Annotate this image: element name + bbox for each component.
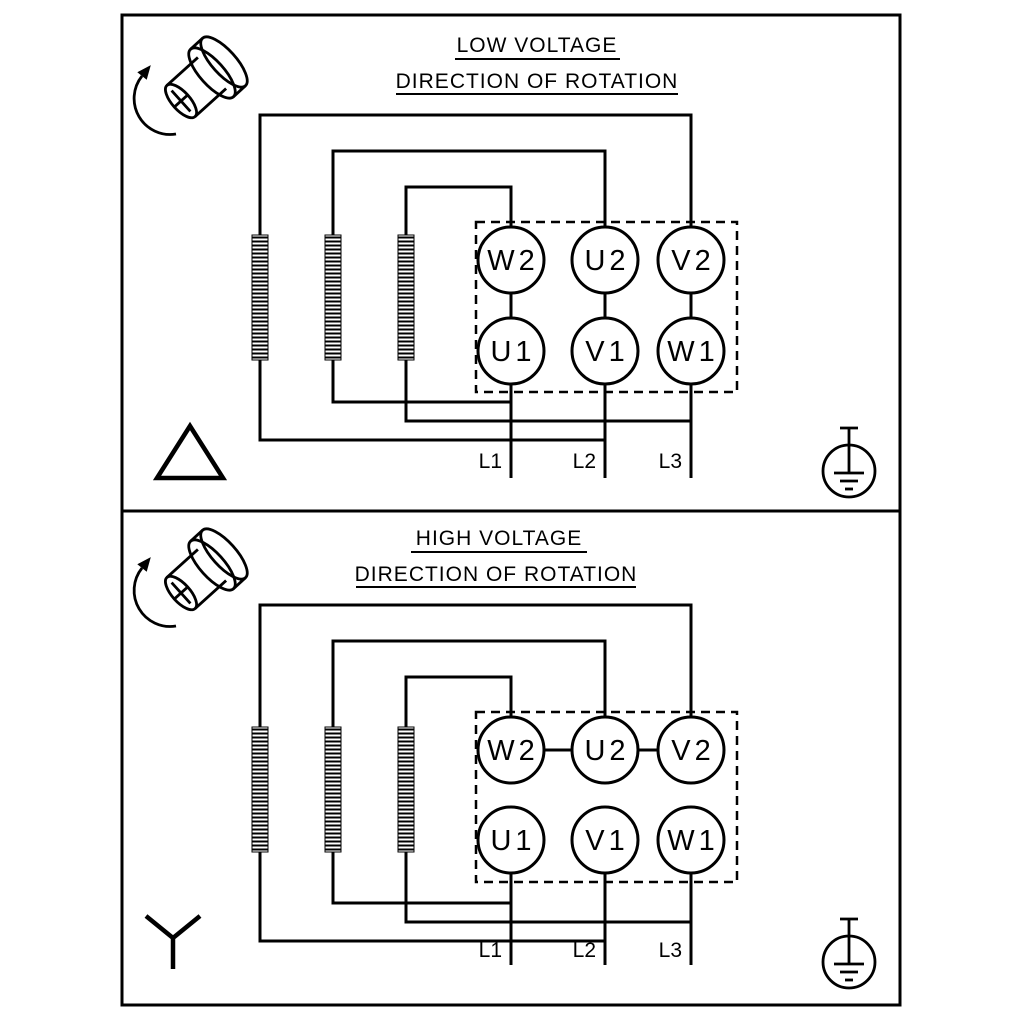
panel-high-voltage: HIGH VOLTAGE DIRECTION OF ROTATION W2 [120,509,902,1007]
terminal-w1: W1 [656,805,726,875]
terminal-label: W1 [667,336,719,368]
winding-coil-1 [251,726,269,853]
wire-winding-v [258,113,693,442]
panel-subtitle: DIRECTION OF ROTATION [355,563,638,586]
terminal-label: V2 [671,245,714,277]
delta-symbol-icon [152,421,228,481]
star-symbol-icon [144,914,202,969]
supply-label-l1: L1 [479,450,502,473]
wire-winding-u [331,639,607,905]
panel-subtitle: DIRECTION OF ROTATION [396,70,679,93]
winding-coil-1 [251,234,269,361]
terminal-label: W2 [487,735,539,767]
terminal-v1: V1 [570,316,640,386]
winding-coil-2 [324,234,342,361]
terminal-u1: U1 [476,805,546,875]
panel-low-voltage: LOW VOLTAGE DIRECTION OF ROTATION W2 [120,13,902,513]
winding-coil-3 [397,726,415,853]
terminal-label: V1 [585,336,628,368]
wire-winding-w [404,185,691,423]
supply-label-l3: L3 [659,450,682,473]
supply-label-l3: L3 [659,939,682,962]
supply-label-l2: L2 [573,939,596,962]
wire-winding-w [404,675,691,924]
terminal-v2: V2 [656,715,726,785]
terminal-label: V2 [671,735,714,767]
terminal-label: U2 [584,245,629,277]
supply-label-l2: L2 [573,450,596,473]
terminal-u1: U1 [476,316,546,386]
terminal-label: V1 [585,825,628,857]
winding-coil-2 [324,726,342,853]
terminal-board-outline [474,220,739,394]
terminal-board-outline [474,710,739,884]
terminal-w1: W1 [656,316,726,386]
winding-wiring [258,603,693,965]
terminal-v1: V1 [570,805,640,875]
shaft-rotation-icon [132,28,256,136]
winding-wiring [258,113,693,478]
panel-title: LOW VOLTAGE [457,34,618,57]
terminal-w2: W2 [476,715,546,785]
terminal-label: U1 [490,336,535,368]
terminal-w2: W2 [476,225,546,295]
terminal-label: U2 [584,735,629,767]
shaft-rotation-icon [132,520,256,628]
earth-ground-icon [821,426,877,499]
wire-winding-v [258,603,693,943]
terminal-label: W1 [667,825,719,857]
panel-title: HIGH VOLTAGE [416,527,582,550]
winding-coil-3 [397,234,415,361]
terminal-u2: U2 [570,225,640,295]
terminal-v2: V2 [656,225,726,295]
terminal-u2: U2 [570,715,640,785]
earth-ground-icon [821,917,877,990]
panel-border [120,509,902,1007]
wire-winding-u [331,149,607,404]
terminal-label: U1 [490,825,535,857]
terminal-label: W2 [487,245,539,277]
supply-label-l1: L1 [479,939,502,962]
